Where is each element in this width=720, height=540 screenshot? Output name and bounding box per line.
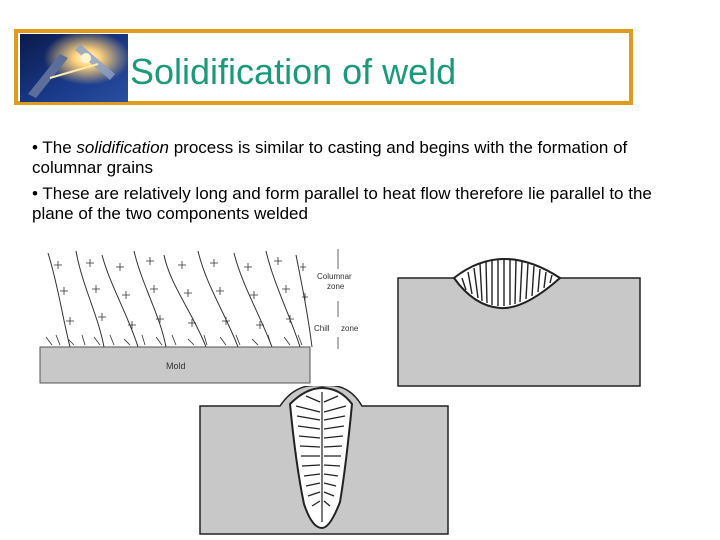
bullet-item: • The solidification process is similar … <box>32 138 672 178</box>
chill-zone-label: zone <box>341 324 359 333</box>
bullet-item: • These are relatively long and form par… <box>32 184 672 224</box>
bullet-text-cont: process is similar to casting and begins… <box>32 138 628 177</box>
mold-grain-diagram: Mold Columnar zone Chill zone <box>39 249 359 384</box>
columnar-label: Columnar <box>317 272 352 281</box>
dendrite-marks <box>54 257 308 329</box>
butt-weld-cross-section <box>397 258 641 387</box>
welding-photo <box>20 34 128 102</box>
columnar-grains <box>461 259 553 306</box>
mold-wall <box>39 346 311 384</box>
bullet-emphasis: solidification <box>76 138 169 157</box>
weld-nugget <box>288 386 354 530</box>
columnar-zone-label: zone <box>327 282 345 291</box>
bullet-text: These are relatively long and form paral… <box>32 184 652 223</box>
mold-label: Mold <box>166 361 186 371</box>
bullet-list: • The solidification process is similar … <box>32 138 672 230</box>
chill-zone-grains <box>45 334 303 346</box>
columnar-grains <box>295 395 347 507</box>
bullet-text: The <box>37 138 77 157</box>
bullet-marker: • <box>32 184 38 203</box>
bullet-marker: • <box>32 138 38 157</box>
keyhole-weld-cross-section <box>199 386 449 535</box>
slide-title: Solidification of weld <box>130 51 457 92</box>
chill-label: Chill <box>314 324 330 333</box>
